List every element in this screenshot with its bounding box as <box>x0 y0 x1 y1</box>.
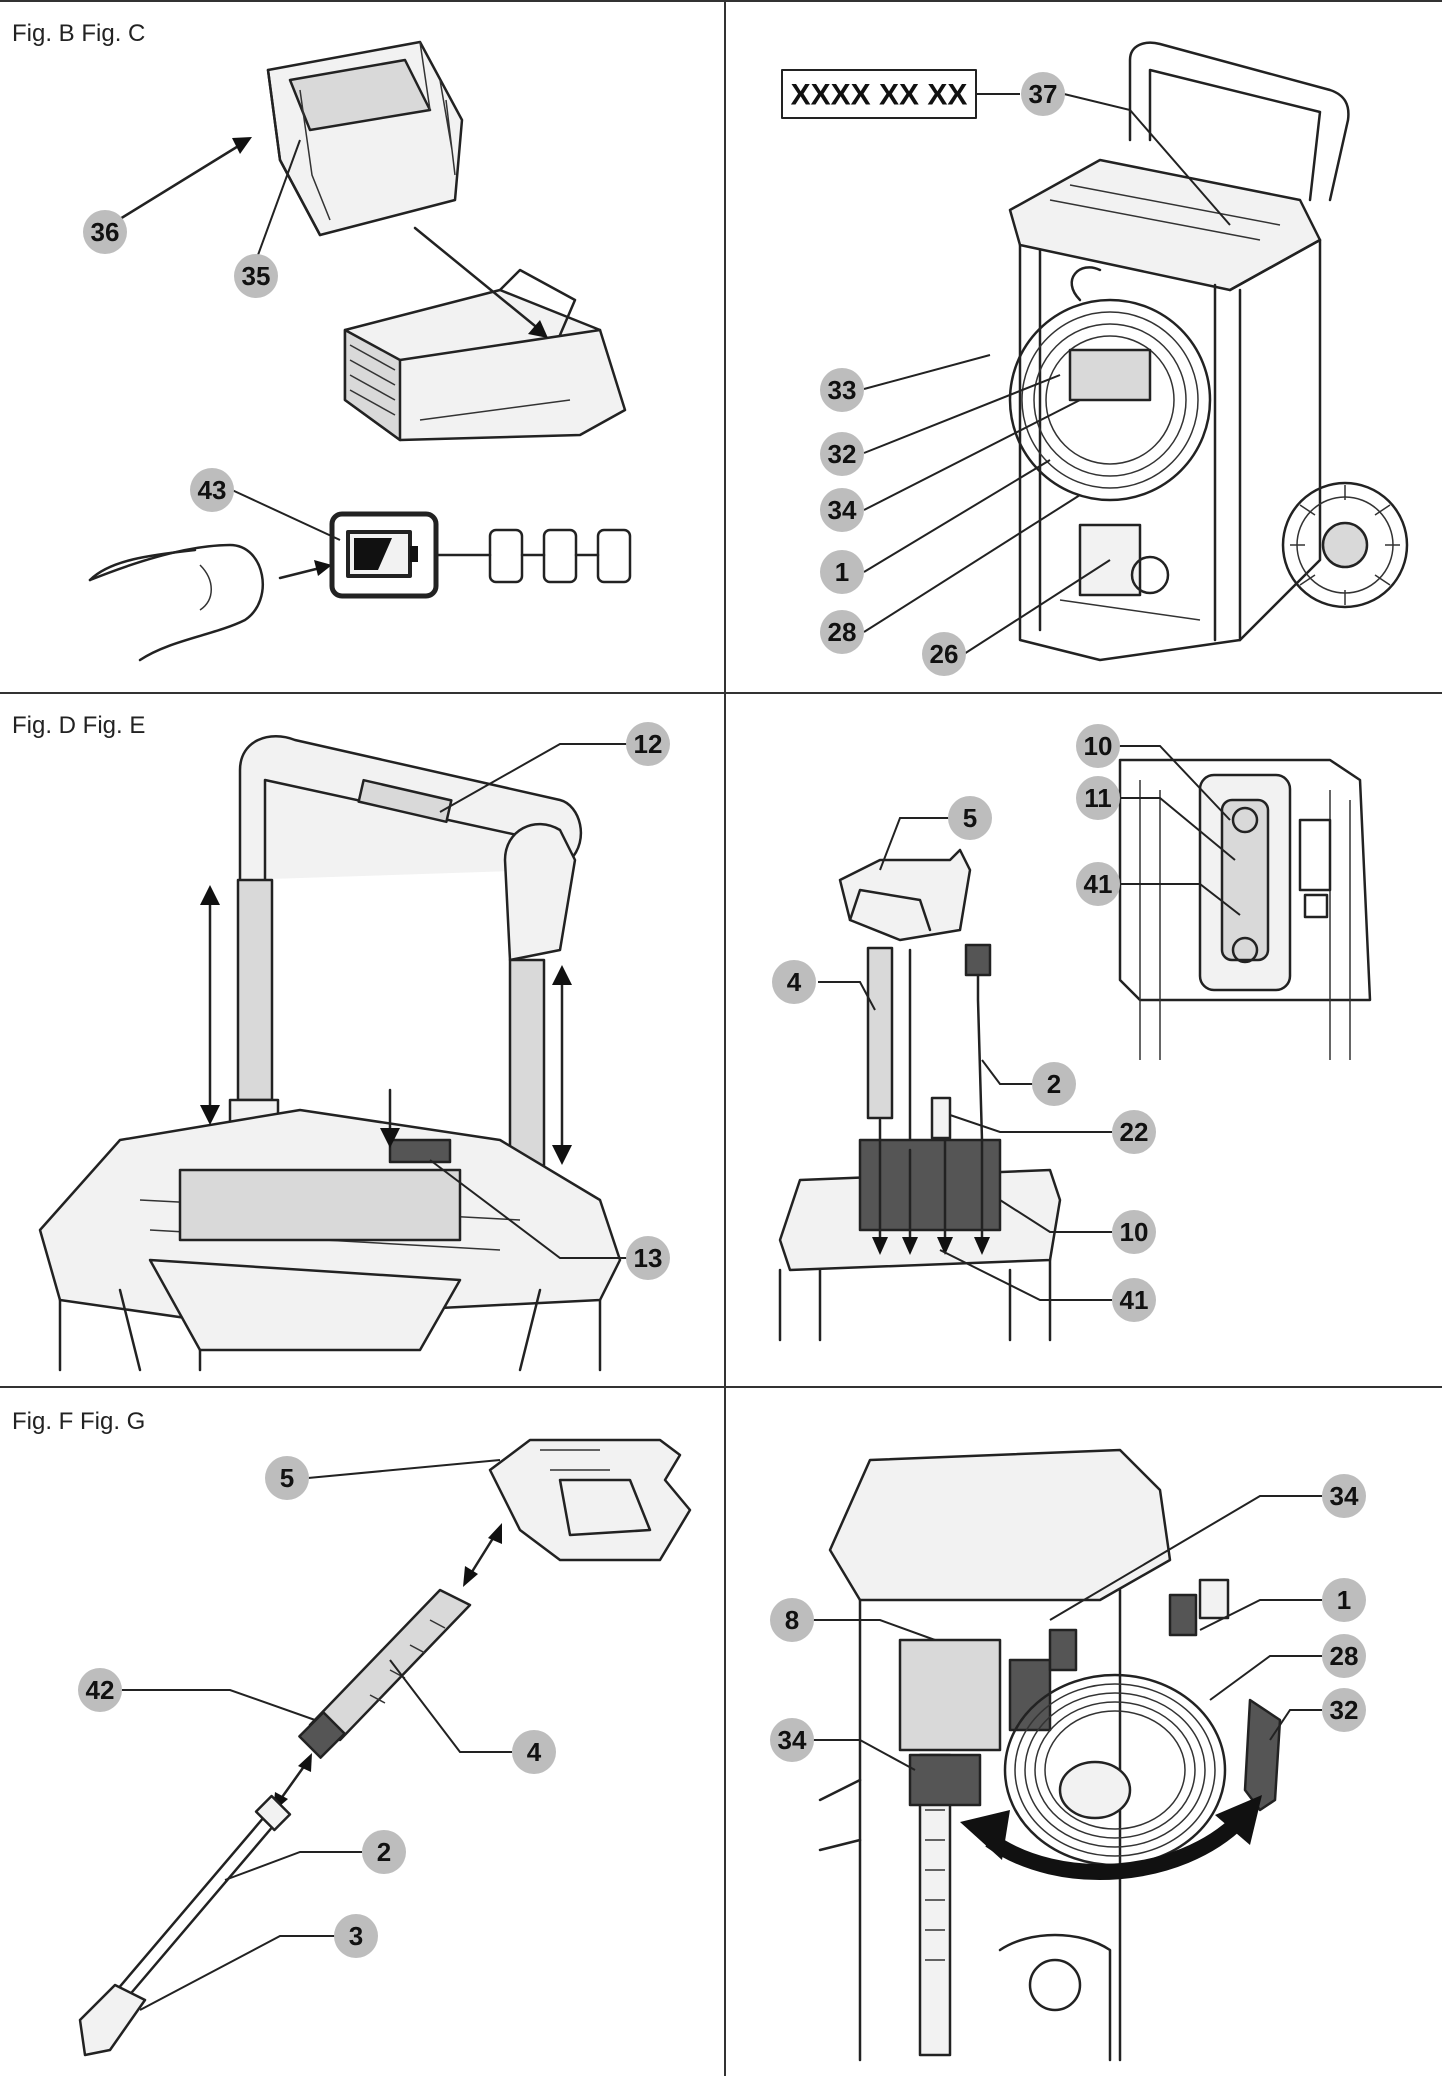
handle-drawing <box>38 735 622 1372</box>
svg-text:22: 22 <box>1120 1117 1149 1147</box>
svg-text:10: 10 <box>1120 1217 1149 1247</box>
center-divider <box>724 0 726 2076</box>
callout-13: 13 <box>626 1236 670 1280</box>
svg-text:32: 32 <box>1330 1695 1359 1725</box>
callout-28-g: 28 <box>1322 1634 1366 1678</box>
svg-text:2: 2 <box>377 1837 391 1867</box>
battery-pack-drawing <box>266 40 464 237</box>
svg-text:5: 5 <box>280 1463 294 1493</box>
callout-1-g: 1 <box>1322 1578 1366 1622</box>
finger-drawing <box>88 543 264 662</box>
svg-text:10: 10 <box>1084 731 1113 761</box>
callout-43: 43 <box>190 468 234 512</box>
storage-base-drawing <box>778 1138 1062 1342</box>
svg-text:33: 33 <box>828 375 857 405</box>
svg-text:36: 36 <box>91 217 120 247</box>
svg-text:42: 42 <box>86 1675 115 1705</box>
callout-34-g-bottom: 34 <box>770 1718 814 1762</box>
callout-2: 2 <box>1032 1062 1076 1106</box>
callout-1: 1 <box>820 550 864 594</box>
svg-text:41: 41 <box>1120 1285 1149 1315</box>
panel-e-accessory-storage: 10 11 41 5 4 2 22 10 41 <box>772 724 1372 1342</box>
callout-34-g-top: 34 <box>1322 1474 1366 1518</box>
charger-drawing <box>343 268 627 442</box>
svg-text:1: 1 <box>835 557 849 587</box>
caption-fig-f-g: Fig. F Fig. G <box>12 1408 146 1435</box>
callout-32-g: 32 <box>1322 1688 1366 1732</box>
hose-storage-drawing <box>818 1448 1282 2062</box>
panel-b-battery-charger: 36 35 43 <box>83 40 632 662</box>
callout-2-f: 2 <box>362 1830 406 1874</box>
callout-42: 42 <box>78 1668 122 1712</box>
callout-4: 4 <box>772 960 816 1004</box>
rating-label-text: XXXX XX XX <box>791 79 968 112</box>
wrap-arrow <box>960 1795 1262 1880</box>
svg-text:34: 34 <box>1330 1481 1359 1511</box>
svg-text:43: 43 <box>198 475 227 505</box>
caption-fig-d-e: Fig. D Fig. E <box>12 712 146 739</box>
callout-4-f: 4 <box>512 1730 556 1774</box>
svg-text:28: 28 <box>1330 1641 1359 1671</box>
svg-text:28: 28 <box>828 617 857 647</box>
callout-33: 33 <box>820 368 864 412</box>
svg-text:13: 13 <box>634 1243 663 1273</box>
svg-text:4: 4 <box>787 967 802 997</box>
inset-detail-drawing <box>1118 758 1372 1060</box>
callout-37: 37 <box>1021 72 1065 116</box>
svg-text:41: 41 <box>1084 869 1113 899</box>
svg-text:4: 4 <box>527 1737 542 1767</box>
top-border <box>0 0 1442 2</box>
callout-36: 36 <box>83 210 127 254</box>
svg-text:5: 5 <box>963 803 977 833</box>
callout-41-inset: 41 <box>1076 862 1120 906</box>
callout-26: 26 <box>922 632 966 676</box>
svg-text:3: 3 <box>349 1921 363 1951</box>
rating-label-box: XXXX XX XX <box>781 69 1020 119</box>
callout-5: 5 <box>948 796 992 840</box>
callout-11: 11 <box>1076 776 1120 820</box>
row-divider-2 <box>0 1386 1442 1388</box>
row-divider-1 <box>0 692 1442 694</box>
svg-text:1: 1 <box>1337 1585 1351 1615</box>
panel-g-hose-storage: 34 1 8 28 32 34 <box>770 1448 1366 2062</box>
callout-8: 8 <box>770 1598 814 1642</box>
callout-3: 3 <box>334 1914 378 1958</box>
spray-gun-drawing <box>838 848 972 942</box>
callout-10-inset: 10 <box>1076 724 1120 768</box>
callout-28: 28 <box>820 610 864 654</box>
panel-d-telescopic-handle: 12 13 <box>38 722 670 1372</box>
callout-35: 35 <box>234 254 278 298</box>
svg-text:34: 34 <box>828 495 857 525</box>
callout-10: 10 <box>1112 1210 1156 1254</box>
svg-text:8: 8 <box>785 1605 799 1635</box>
panel-c-pressure-washer-front: XXXX XX XX <box>781 41 1409 676</box>
caption-fig-b-c: Fig. B Fig. C <box>12 20 146 47</box>
svg-text:37: 37 <box>1029 79 1058 109</box>
callout-32: 32 <box>820 432 864 476</box>
svg-text:26: 26 <box>930 639 959 669</box>
callout-5-f: 5 <box>265 1456 309 1500</box>
svg-text:11: 11 <box>1084 783 1112 813</box>
battery-gauge-icon <box>329 511 632 599</box>
spray-gun-f-drawing <box>488 1438 692 1562</box>
svg-text:2: 2 <box>1047 1069 1061 1099</box>
panel-f-lance-assembly: 5 42 4 2 3 <box>78 1438 692 2057</box>
callout-34: 34 <box>820 488 864 532</box>
washer-body-drawing <box>1008 41 1409 662</box>
svg-text:32: 32 <box>828 439 857 469</box>
svg-text:12: 12 <box>634 729 663 759</box>
callout-12: 12 <box>626 722 670 766</box>
callout-41: 41 <box>1112 1278 1156 1322</box>
svg-text:34: 34 <box>778 1725 807 1755</box>
callout-22: 22 <box>1112 1110 1156 1154</box>
svg-text:35: 35 <box>242 261 271 291</box>
